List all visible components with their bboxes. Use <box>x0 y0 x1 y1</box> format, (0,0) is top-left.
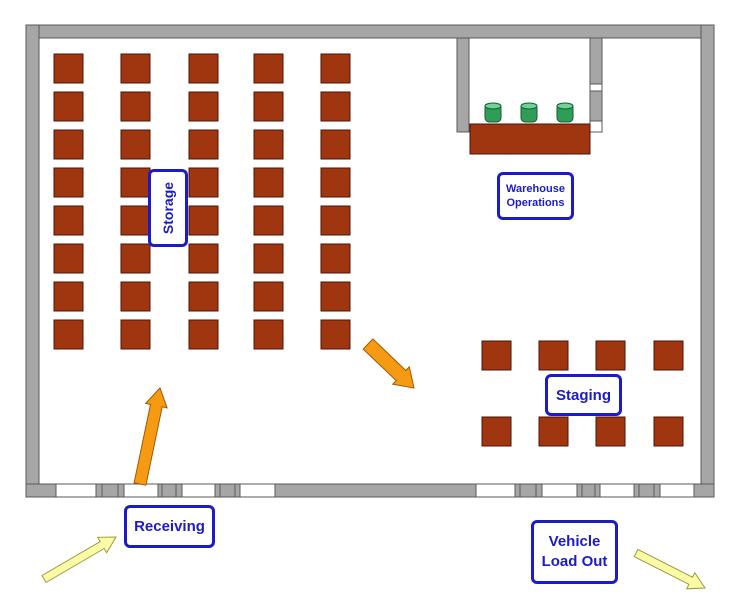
storage-pallet <box>53 129 84 160</box>
storage-pallet <box>120 205 151 236</box>
staging-pallet <box>538 340 569 371</box>
storage-pallet <box>120 167 151 198</box>
staging-pallet <box>595 416 626 447</box>
dock-post-9 <box>576 483 583 498</box>
top-wall <box>25 24 715 39</box>
dock-post-5 <box>214 483 221 498</box>
storage-pallet <box>253 281 284 312</box>
dock-door-4 <box>239 483 276 498</box>
storage-pallet <box>53 205 84 236</box>
storage-pallet <box>188 319 219 350</box>
storage-pallet <box>188 129 219 160</box>
staging-pallet <box>595 340 626 371</box>
dock-post-10 <box>594 483 601 498</box>
dock-door-5 <box>475 483 516 498</box>
outbound-load-out-arrow <box>633 548 706 590</box>
storage-pallet <box>53 319 84 350</box>
receiving-to-storage-arrow <box>133 387 168 486</box>
storage-pallet <box>120 129 151 160</box>
dock-post-6 <box>234 483 241 498</box>
storage-pallet <box>253 319 284 350</box>
staging-pallet <box>653 416 684 447</box>
storage-pallet <box>53 91 84 122</box>
office-wall-right <box>589 37 603 85</box>
storage-pallet <box>320 243 351 274</box>
storage-pallet <box>188 205 219 236</box>
storage-pallet <box>53 243 84 274</box>
flow-arrows <box>41 338 706 590</box>
storage-pallet <box>253 243 284 274</box>
staging-label: Staging <box>545 374 622 416</box>
storage-pallet <box>120 53 151 84</box>
staging-pallet <box>653 340 684 371</box>
storage-pallet <box>53 281 84 312</box>
dock-post-3 <box>157 483 163 498</box>
staging-pallet <box>481 416 512 447</box>
office-desk <box>469 123 591 155</box>
storage-pallet <box>320 91 351 122</box>
storage-pallet <box>188 281 219 312</box>
vehicle-load-out-label: Vehicle Load Out <box>531 520 618 584</box>
storage-pallet <box>53 167 84 198</box>
storage-pallet <box>53 53 84 84</box>
storage-pallet <box>253 53 284 84</box>
storage-pallet <box>320 53 351 84</box>
storage-pallet <box>253 167 284 198</box>
storage-pallet <box>188 167 219 198</box>
office-door-panel <box>589 90 603 122</box>
storage-pallet <box>120 243 151 274</box>
dock-post-11 <box>633 483 640 498</box>
warehouse-operations-label: Warehouse Operations <box>497 172 574 220</box>
dock-post-12 <box>653 483 661 498</box>
dock-post-4 <box>175 483 183 498</box>
chair-back <box>484 102 502 110</box>
dock-post-2 <box>117 483 125 498</box>
storage-pallet <box>320 129 351 160</box>
storage-pallet <box>320 167 351 198</box>
storage-label: Storage <box>148 169 188 247</box>
warehouse-operations-office <box>469 102 591 155</box>
left-wall <box>25 24 40 498</box>
storage-pallet <box>253 91 284 122</box>
staging-pallet <box>538 416 569 447</box>
receiving-label: Receiving <box>124 505 215 548</box>
storage-to-staging-arrow <box>362 338 415 389</box>
storage-pallet <box>120 91 151 122</box>
dock-post-1 <box>95 483 103 498</box>
chair-back <box>556 102 574 110</box>
inbound-receiving-arrow <box>41 536 117 584</box>
staging-pallet <box>481 340 512 371</box>
storage-pallet <box>320 319 351 350</box>
dock-door-1 <box>55 483 97 498</box>
dock-door-7 <box>599 483 635 498</box>
chair-back <box>520 102 538 110</box>
storage-pallet <box>188 53 219 84</box>
storage-pallet <box>253 129 284 160</box>
right-wall <box>700 24 715 498</box>
dock-door-8 <box>659 483 695 498</box>
dock-doors <box>55 83 695 498</box>
staging-pallet-grid <box>481 340 684 447</box>
storage-pallet <box>120 281 151 312</box>
storage-pallet <box>320 205 351 236</box>
office-wall-left <box>456 37 470 133</box>
dock-post-7 <box>514 483 521 498</box>
storage-pallet <box>120 319 151 350</box>
storage-pallet <box>188 243 219 274</box>
dock-post-8 <box>535 483 543 498</box>
dock-door-6 <box>541 483 578 498</box>
storage-pallet <box>320 281 351 312</box>
storage-label-text: Storage <box>160 181 176 235</box>
dock-door-3 <box>181 483 216 498</box>
storage-pallet <box>188 91 219 122</box>
storage-pallet <box>253 205 284 236</box>
dock-door-2 <box>123 483 159 498</box>
storage-pallet-grid <box>53 53 351 350</box>
